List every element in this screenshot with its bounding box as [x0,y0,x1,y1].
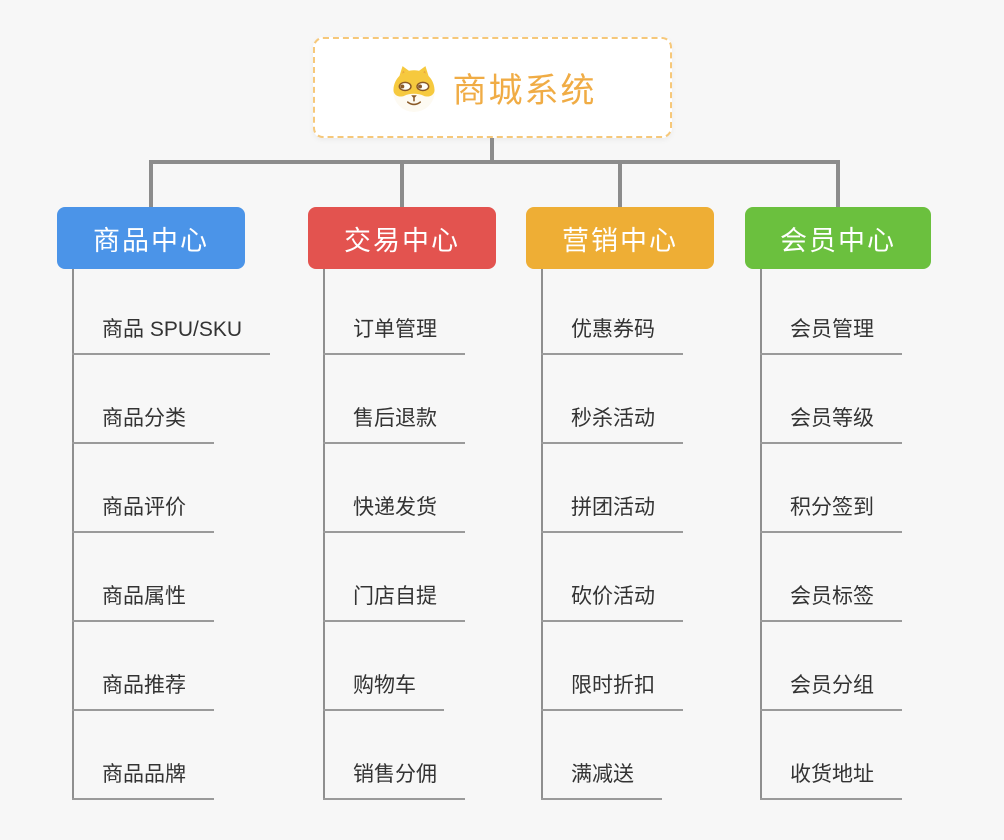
child-node-transaction-center-6[interactable]: 销售分佣 [323,760,465,800]
branch-node-transaction-center[interactable]: 交易中心 [308,207,496,269]
connector-drop-marketing-center [618,160,622,207]
child-node-marketing-center-1[interactable]: 优惠券码 [541,315,683,355]
child-node-transaction-center-2[interactable]: 售后退款 [323,404,465,444]
branch-node-marketing-center[interactable]: 营销中心 [526,207,714,269]
child-node-transaction-center-3[interactable]: 快递发货 [323,493,465,533]
child-node-product-center-3[interactable]: 商品评价 [72,493,214,533]
child-node-member-center-5[interactable]: 会员分组 [760,671,902,711]
child-node-product-center-2[interactable]: 商品分类 [72,404,214,444]
connector-spine-product-center [72,269,74,800]
child-node-marketing-center-6[interactable]: 满减送 [541,760,662,800]
child-node-product-center-4[interactable]: 商品属性 [72,582,214,622]
child-node-transaction-center-5[interactable]: 购物车 [323,671,444,711]
connector-horizontal-bar [149,160,840,164]
connector-root-trunk [490,138,494,162]
child-node-product-center-5[interactable]: 商品推荐 [72,671,214,711]
connector-drop-product-center [149,160,153,207]
child-node-product-center-6[interactable]: 商品品牌 [72,760,214,800]
child-node-member-center-2[interactable]: 会员等级 [760,404,902,444]
branch-label: 营销中心 [562,225,678,256]
root-node[interactable]: 商城系统 [313,37,672,138]
connector-spine-marketing-center [541,269,543,800]
child-node-product-center-1[interactable]: 商品 SPU/SKU [72,315,271,355]
child-node-marketing-center-3[interactable]: 拼团活动 [541,493,683,533]
dog-face-icon [389,63,439,113]
child-node-marketing-center-5[interactable]: 限时折扣 [541,671,683,711]
child-node-member-center-4[interactable]: 会员标签 [760,582,902,622]
connector-drop-member-center [836,160,840,207]
child-node-transaction-center-4[interactable]: 门店自提 [323,582,465,622]
child-node-member-center-6[interactable]: 收货地址 [760,760,902,800]
connector-drop-transaction-center [400,160,404,207]
root-title: 商城系统 [452,72,597,110]
branch-label: 商品中心 [93,225,209,256]
child-node-transaction-center-1[interactable]: 订单管理 [323,315,465,355]
connector-spine-transaction-center [323,269,325,800]
branch-node-product-center[interactable]: 商品中心 [57,207,245,269]
child-node-marketing-center-2[interactable]: 秒杀活动 [541,404,683,444]
child-node-marketing-center-4[interactable]: 砍价活动 [541,582,683,622]
branch-label: 会员中心 [780,225,896,256]
branch-node-member-center[interactable]: 会员中心 [745,207,931,269]
connector-spine-member-center [760,269,762,800]
child-node-member-center-3[interactable]: 积分签到 [760,493,902,533]
child-node-member-center-1[interactable]: 会员管理 [760,315,902,355]
branch-label: 交易中心 [344,225,460,256]
